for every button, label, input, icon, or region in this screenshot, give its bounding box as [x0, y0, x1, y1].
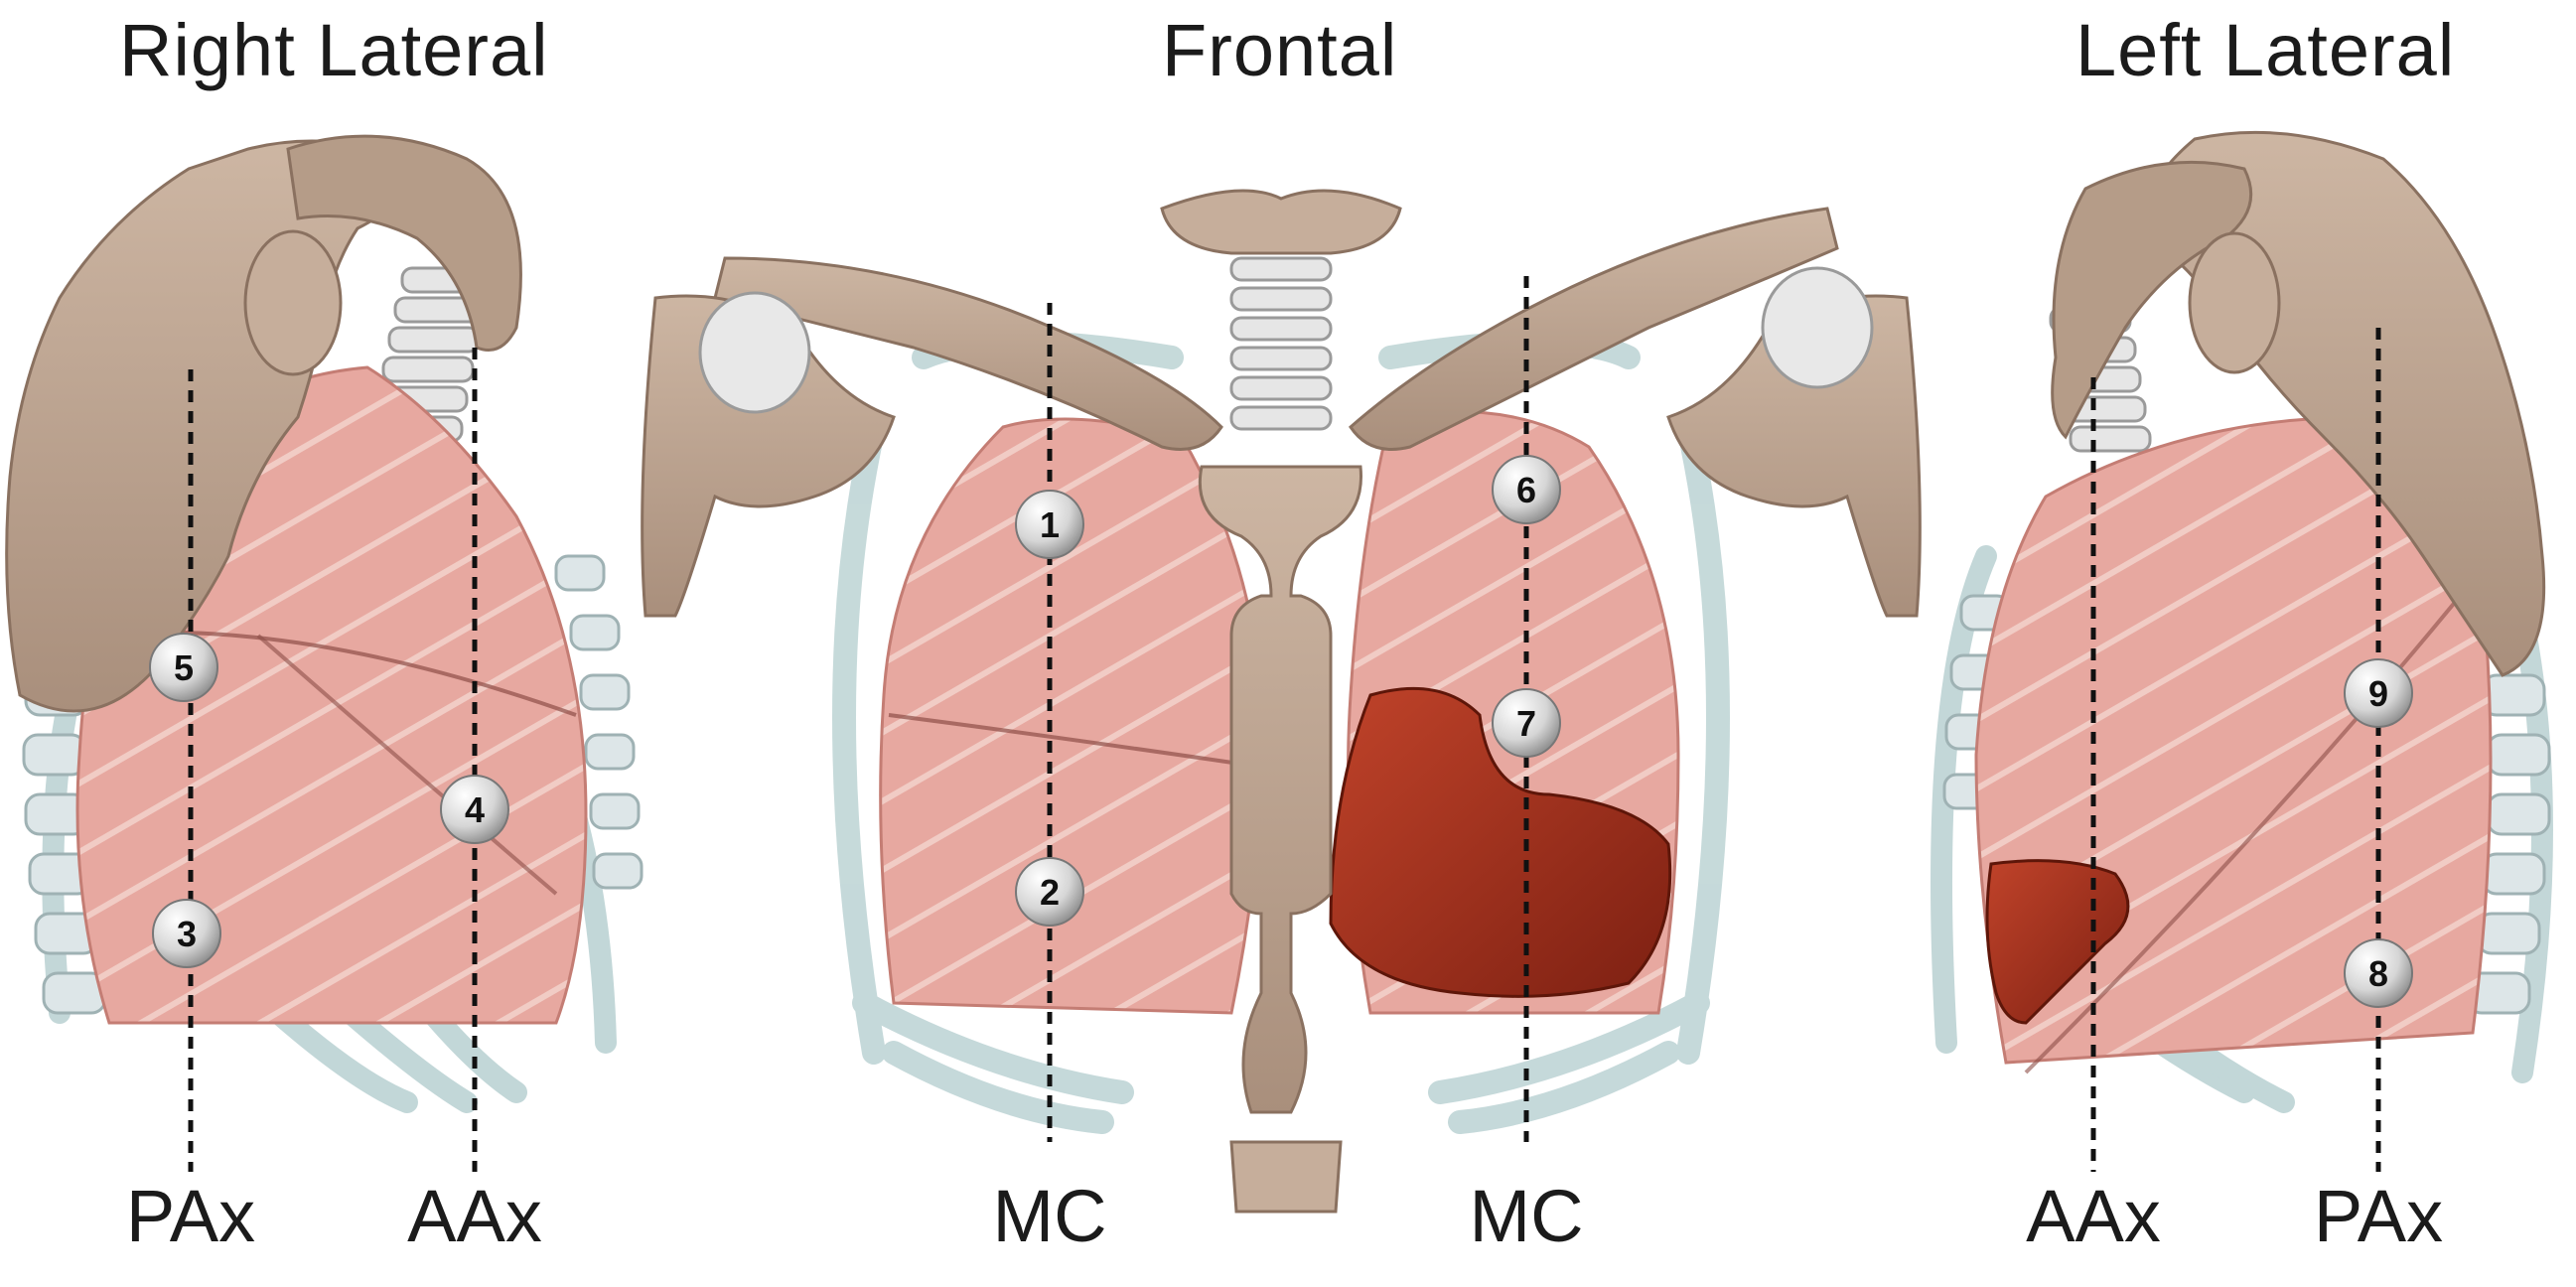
right-lateral-view: [5, 134, 644, 1113]
svg-text:3: 3: [177, 914, 197, 954]
zone-marker-4: 4: [440, 775, 509, 844]
left-aax-label: AAx: [2026, 1175, 2161, 1257]
frontal-right-mc-label: MC: [992, 1175, 1107, 1257]
frontal-left-mc-label: MC: [1469, 1175, 1584, 1257]
zone-marker-7: 7: [1492, 688, 1561, 758]
left-lateral-clavicle: [2051, 160, 2253, 440]
svg-text:2: 2: [1040, 872, 1060, 913]
frontal-title: Frontal: [1162, 9, 1398, 91]
right-lateral-humeral-head: [243, 229, 343, 376]
svg-text:7: 7: [1516, 703, 1536, 744]
zone-marker-6: 6: [1492, 455, 1561, 524]
left-pax-label: PAx: [2313, 1175, 2444, 1257]
frontal-heart: [1329, 686, 1672, 998]
left-lateral-view: [1931, 130, 2553, 1113]
svg-text:1: 1: [1040, 504, 1060, 545]
frontal-left-humeral-head: [1761, 266, 1874, 389]
frontal-neck-vertebra: [1160, 189, 1402, 255]
frontal-right-humeral-head: [698, 291, 811, 414]
frontal-view: [641, 189, 1922, 1214]
zone-marker-9: 9: [2344, 658, 2413, 728]
frontal-spine: [1229, 256, 1333, 431]
left-lateral-title: Left Lateral: [2075, 9, 2456, 91]
frontal-left-clavicle: [1349, 207, 1839, 451]
svg-text:9: 9: [2368, 673, 2388, 714]
svg-text:5: 5: [174, 647, 194, 688]
zone-marker-2: 2: [1015, 857, 1084, 927]
left-lateral-humeral-head: [2188, 231, 2281, 374]
zone-marker-1: 1: [1015, 490, 1084, 559]
right-lateral-clavicle: [286, 134, 522, 352]
zone-marker-5: 5: [149, 633, 218, 702]
zone-marker-8: 8: [2344, 938, 2413, 1008]
right-aax-label: AAx: [407, 1175, 542, 1257]
svg-text:8: 8: [2368, 953, 2388, 994]
svg-text:4: 4: [465, 789, 485, 830]
frontal-right-clavicle: [713, 256, 1223, 451]
zone-markers: 1 2 3 4 5 6 7: [149, 455, 2413, 1008]
reference-lines: [188, 276, 2381, 1172]
frontal-ribcage: [832, 331, 1730, 1134]
svg-text:6: 6: [1516, 470, 1536, 510]
zone-marker-3: 3: [152, 899, 221, 968]
right-pax-label: PAx: [125, 1175, 256, 1257]
right-lateral-title: Right Lateral: [119, 9, 549, 91]
frontal-sternum: [1198, 465, 1362, 1114]
